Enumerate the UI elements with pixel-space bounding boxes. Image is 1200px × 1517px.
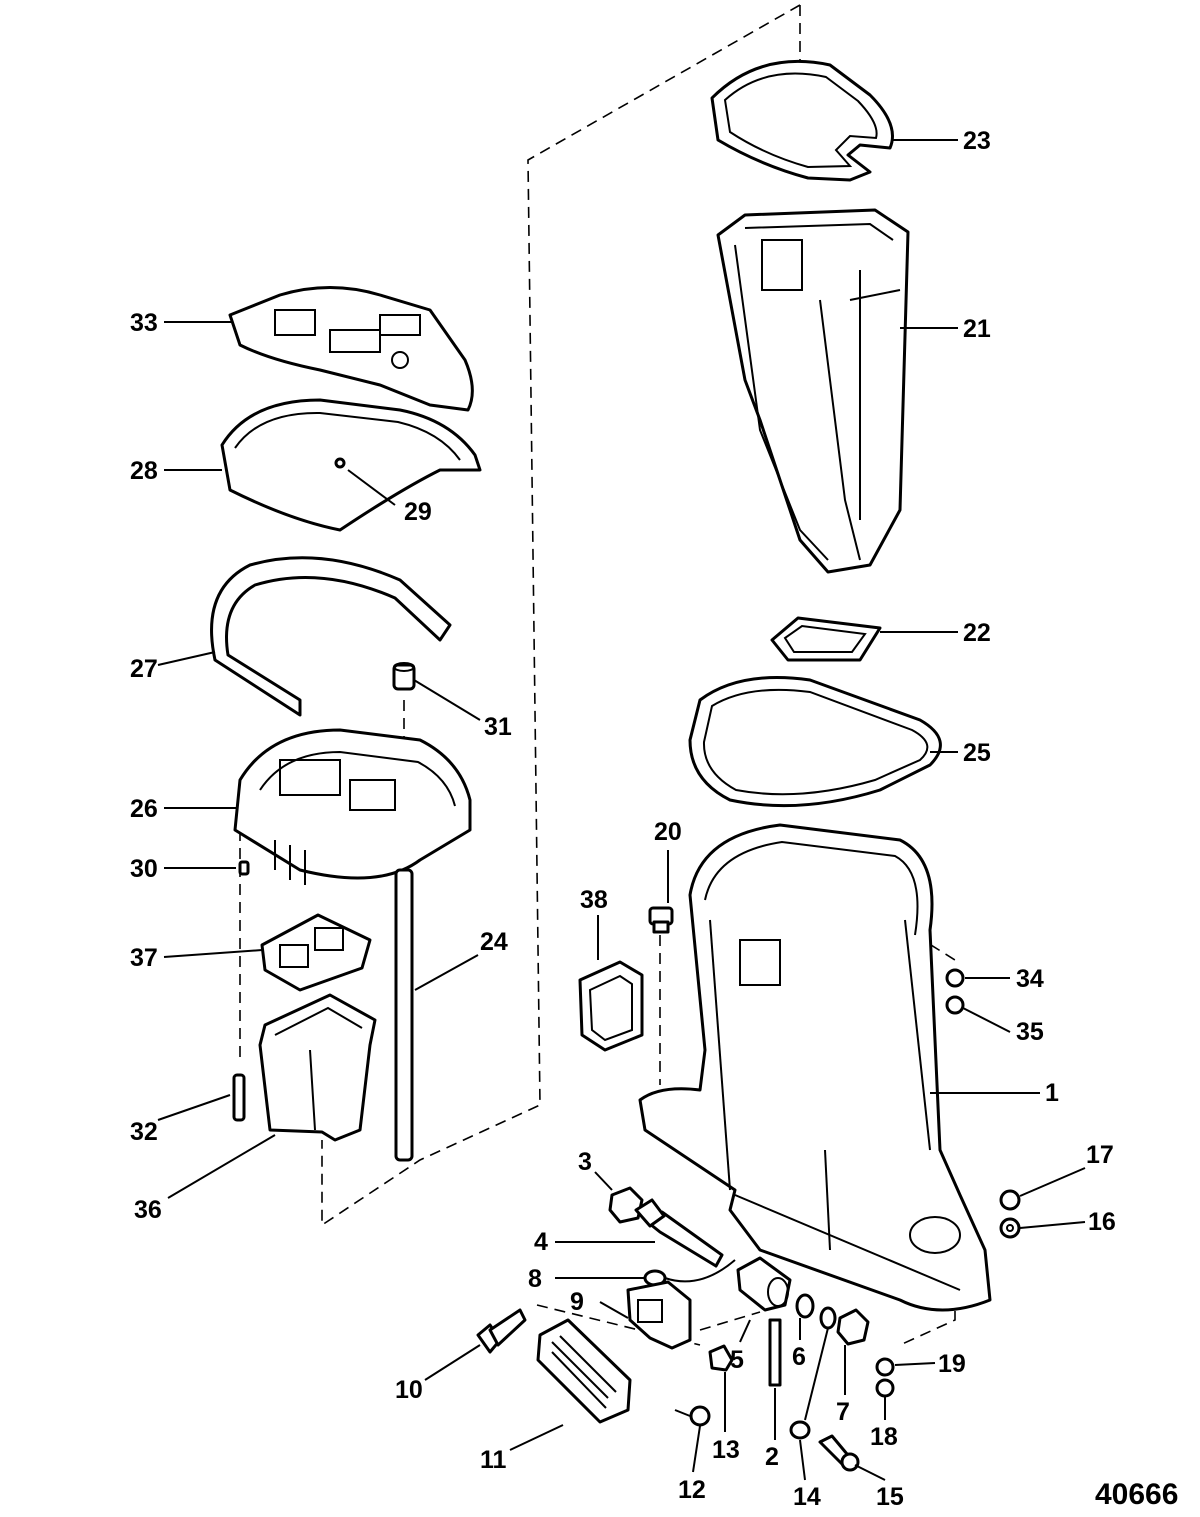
callout-26: 26	[130, 795, 158, 823]
part-22-seal	[770, 616, 882, 662]
part-11-grille	[536, 1318, 632, 1424]
callout-37: 37	[130, 944, 158, 972]
callout-34: 34	[1016, 965, 1044, 993]
part-16-washer	[999, 1217, 1021, 1239]
callout-28: 28	[130, 457, 158, 485]
callout-7: 7	[836, 1398, 850, 1426]
callout-4: 4	[534, 1228, 548, 1256]
callout-29: 29	[404, 498, 432, 526]
part-27-seal-strip	[210, 556, 452, 717]
part-34-nut	[945, 968, 965, 988]
part-33-gasket	[228, 286, 474, 412]
callout-20: 20	[654, 818, 682, 846]
callout-21: 21	[963, 315, 991, 343]
callout-10: 10	[395, 1376, 423, 1404]
part-1-driveshaft-housing	[638, 823, 992, 1312]
part-20-plug	[648, 906, 674, 934]
callout-2: 2	[765, 1443, 779, 1471]
figure-reference-number: 40666	[1095, 1478, 1178, 1511]
callout-23: 23	[963, 127, 991, 155]
part-17-nut	[999, 1189, 1021, 1211]
part-12-screw	[674, 1405, 711, 1427]
callout-36: 36	[134, 1196, 162, 1224]
callout-17: 17	[1086, 1141, 1114, 1169]
callout-18: 18	[870, 1423, 898, 1451]
part-21-upper-housing	[716, 208, 910, 574]
part-25-gasket	[688, 676, 942, 808]
callout-19: 19	[938, 1350, 966, 1378]
callout-31: 31	[484, 713, 512, 741]
leader-lines	[157, 139, 1086, 1481]
part-38-cover	[578, 960, 644, 1052]
callout-9: 9	[570, 1288, 584, 1316]
part-37-gasket	[260, 913, 372, 992]
callout-24: 24	[480, 928, 508, 956]
part-6-washer	[795, 1293, 815, 1319]
callout-38: 38	[580, 886, 608, 914]
callout-22: 22	[963, 619, 991, 647]
part-18-washer	[875, 1378, 895, 1398]
part-13-nut	[708, 1344, 734, 1372]
part-31-bushing	[392, 662, 416, 691]
part-2-stud	[768, 1318, 782, 1387]
callout-33: 33	[130, 309, 158, 337]
callout-13: 13	[712, 1436, 740, 1464]
callout-25: 25	[963, 739, 991, 767]
part-3-nut	[608, 1186, 644, 1224]
callout-11: 11	[480, 1446, 507, 1474]
part-24-tube	[394, 868, 414, 1162]
part-29-pin	[334, 457, 346, 469]
callout-27: 27	[130, 655, 158, 683]
callout-8: 8	[528, 1265, 542, 1293]
part-8-ground-wire	[643, 1259, 736, 1287]
callout-12: 12	[678, 1476, 706, 1504]
part-35-washer	[945, 995, 965, 1015]
callout-30: 30	[130, 855, 158, 883]
callout-1: 1	[1045, 1079, 1059, 1107]
callout-15: 15	[876, 1483, 904, 1511]
part-28-gasket	[220, 398, 482, 532]
part-32-screw	[232, 1073, 246, 1122]
part-10-bolt	[476, 1308, 527, 1354]
callout-6: 6	[792, 1343, 806, 1371]
part-5-mount	[736, 1256, 792, 1312]
part-7-nut	[836, 1308, 870, 1346]
part-30-pin	[238, 860, 250, 876]
part-4-bolt	[634, 1198, 724, 1268]
callout-32: 32	[130, 1118, 158, 1146]
part-23-top-gasket	[710, 59, 894, 182]
callout-16: 16	[1088, 1208, 1116, 1236]
callout-5: 5	[730, 1346, 744, 1374]
part-19-nut	[875, 1357, 895, 1377]
part-26-adapter-plate	[233, 728, 472, 885]
callout-35: 35	[1016, 1018, 1044, 1046]
part-15-bolt	[818, 1434, 860, 1472]
callout-labels: 1 2 3 4 5 6 7 8 9 10 11 12 13 14 15 16 1…	[130, 127, 1116, 1511]
part-9-bracket	[626, 1280, 692, 1350]
callout-14: 14	[793, 1483, 821, 1511]
part-14-ground-strap	[789, 1306, 837, 1440]
part-36-exhaust-tube	[258, 993, 377, 1142]
callout-3: 3	[578, 1148, 592, 1176]
